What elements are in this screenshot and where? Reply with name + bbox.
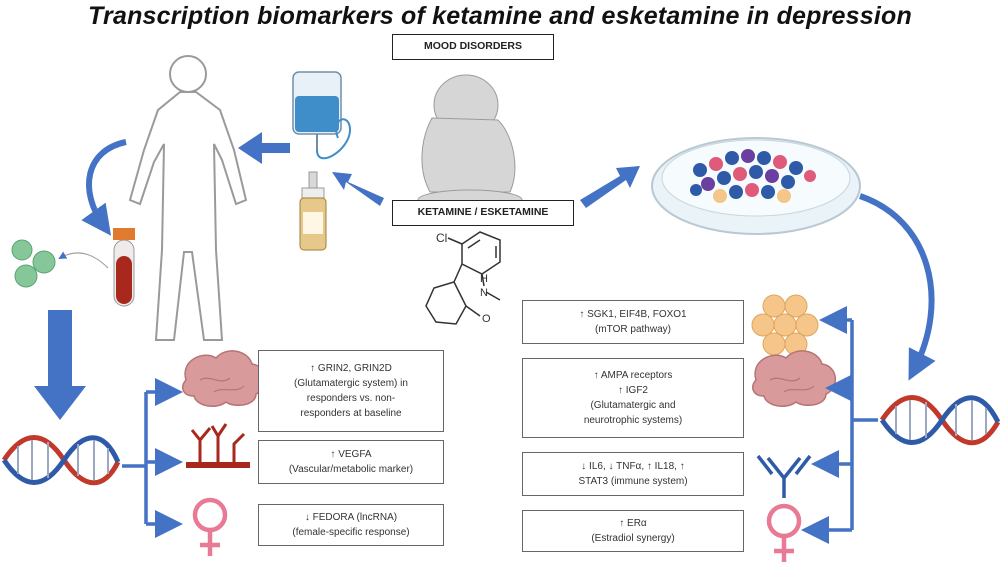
chlorine-label: Cl: [436, 231, 447, 245]
nitrogen-label: N: [480, 287, 488, 299]
arrow-iv-to-body: [238, 132, 290, 164]
finding-mtor-line1: ↑ SGK1, EIF4B, FOXO1: [579, 309, 687, 320]
finding-immune: ↓ IL6, ↓ TNFα, ↑ IL18, ↑ STAT3 (immune s…: [522, 452, 744, 496]
finding-ampa-line2: ↑ IGF2: [617, 385, 648, 396]
female-symbol-icon-right: [766, 503, 802, 562]
finding-grin2-line2: (Glutamatergic system) in: [294, 378, 408, 389]
depressed-person-icon: [417, 74, 523, 211]
arrow-tube-to-cells: [58, 251, 109, 269]
cell-colony: [690, 149, 816, 203]
petri-dish-icon: [651, 137, 861, 235]
finding-era: ↑ ERα (Estradiol synergy): [522, 510, 744, 552]
cell-cluster-icon: [751, 294, 819, 356]
right-branch-connector: [801, 306, 878, 544]
finding-mtor-line2: (mTOR pathway): [595, 324, 671, 335]
finding-vegfa-line2: (Vascular/metabolic marker): [288, 464, 414, 475]
blood-vessel-icon: [186, 423, 250, 468]
nasal-spray-icon: [299, 171, 327, 251]
finding-grin2-line4: responders at baseline: [300, 408, 402, 419]
finding-immune-line2: STAT3 (immune system): [578, 476, 688, 487]
iv-bag-icon: [292, 71, 352, 160]
finding-fedora: ↓ FEDORA (lncRNA) (female-specific respo…: [258, 504, 444, 546]
mood-disorders-label: MOOD DISORDERS: [392, 34, 554, 60]
blood-cells-icon: [11, 239, 56, 288]
flow-arrows: [34, 132, 640, 420]
oxygen-label: O: [482, 313, 491, 325]
finding-ampa-line3: (Glutamatergic and: [590, 400, 676, 411]
finding-grin2-line1: ↑ GRIN2, GRIN2D: [310, 363, 392, 374]
female-symbol-icon-left: [192, 497, 228, 556]
finding-vegfa: ↑ VEGFA (Vascular/metabolic marker): [258, 440, 444, 484]
arrow-dish-to-dna: [859, 193, 936, 381]
finding-vegfa-line1: ↑ VEGFA: [330, 449, 372, 460]
finding-mtor: ↑ SGK1, EIF4B, FOXO1 (mTOR pathway): [522, 300, 744, 344]
hydrogen-label: H: [480, 273, 488, 285]
ketamine-esketamine-label: KETAMINE / ESKETAMINE: [392, 200, 574, 226]
ketamine-molecule: Cl H N O: [425, 231, 501, 325]
finding-era-line2: (Estradiol synergy): [591, 533, 675, 544]
finding-fedora-line2: (female-specific response): [292, 527, 410, 538]
diagram-title: Transcription biomarkers of ketamine and…: [88, 2, 912, 30]
brain-icon-right: [751, 350, 836, 408]
arrow-drug-to-dish: [580, 166, 640, 208]
finding-immune-line1: ↓ IL6, ↓ TNFα, ↑ IL18, ↑: [581, 461, 685, 472]
finding-era-line1: ↑ ERα: [619, 518, 647, 529]
dna-helix-icon-right: [879, 395, 1000, 446]
arrow-down-to-dna: [34, 310, 86, 420]
arrow-drug-to-spray: [332, 172, 384, 206]
dna-helix-icon-left: [1, 435, 121, 486]
left-branch-connector: [122, 378, 183, 538]
finding-ampa-line4: neurotrophic systems): [583, 415, 683, 426]
brain-icon-left: [181, 350, 266, 408]
finding-fedora-line1: ↓ FEDORA (lncRNA): [304, 512, 398, 523]
arrow-body-to-tube: [81, 139, 127, 236]
blood-tube-icon: [113, 228, 135, 307]
finding-grin2: ↑ GRIN2, GRIN2D (Glutamatergic system) i…: [258, 350, 444, 432]
finding-ampa: ↑ AMPA receptors ↑ IGF2 (Glutamatergic a…: [522, 358, 744, 438]
finding-ampa-line1: ↑ AMPA receptors: [593, 370, 673, 381]
human-body-icon: [128, 55, 248, 341]
antibody-icon: [756, 454, 812, 498]
finding-grin2-line3: responders vs. non-: [306, 393, 396, 404]
